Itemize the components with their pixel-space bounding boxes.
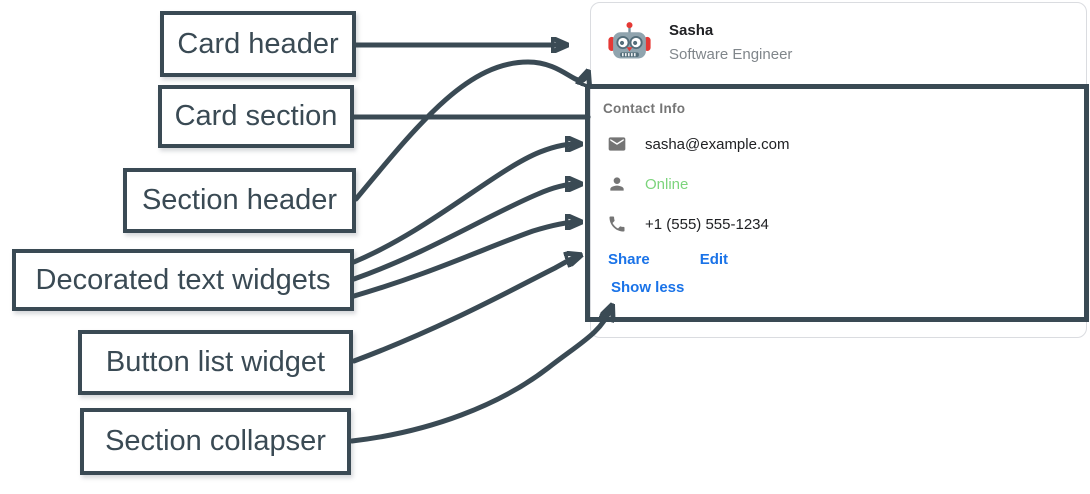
edit-button[interactable]: Edit <box>699 251 729 268</box>
card-name: Sasha <box>669 22 714 39</box>
annotation-text: Section header <box>141 184 338 216</box>
share-button[interactable]: Share <box>608 251 650 268</box>
section-header-title: Contact Info <box>603 101 686 116</box>
card-subtitle: Software Engineer <box>669 46 793 63</box>
annotation-text: Section collapser <box>105 425 326 457</box>
annotation-text: Decorated text widgets <box>35 263 331 296</box>
card-header: Sasha Software Engineer <box>591 3 1086 82</box>
annotation-label-button-list-widget: Button list widget <box>78 330 353 395</box>
button-list: Share Edit <box>608 251 728 268</box>
decorated-text-label: Online <box>645 175 689 193</box>
phone-icon <box>609 216 625 232</box>
arrow-decorated-text-1 <box>351 144 578 265</box>
show-less-button[interactable]: Show less <box>611 279 685 296</box>
arrow-section-collapser <box>349 308 611 444</box>
decorated-text-row-status: Online <box>607 173 789 195</box>
decorated-text-label: +1 (555) 555-1234 <box>645 215 769 233</box>
annotation-label-decorated-text-widgets: Decorated text widgets <box>12 249 354 311</box>
annotation-label-card-header: Card header <box>160 11 356 77</box>
person-icon <box>610 177 624 191</box>
annotation-label-section-collapser: Section collapser <box>80 408 351 475</box>
decorated-text-rows: sasha@example.com Online +1 (555) 555-12… <box>607 133 789 253</box>
contact-card: Sasha Software Engineer <box>590 2 1087 338</box>
arrow-button-list <box>351 256 578 364</box>
annotation-text: Card header <box>177 27 339 60</box>
decorated-text-label: sasha@example.com <box>645 135 790 153</box>
card-section-outline <box>585 84 1089 322</box>
arrow-section-header <box>353 59 587 202</box>
arrow-button-pointer-decorated-text-3 <box>351 222 578 299</box>
annotation-label-section-header: Section header <box>123 168 356 233</box>
arrow-decorated-text-2 <box>351 184 578 282</box>
annotation-label-card-section: Card section <box>158 85 354 148</box>
robot-avatar-icon <box>608 22 651 59</box>
email-icon <box>608 137 626 151</box>
annotation-text: Card section <box>174 100 338 132</box>
decorated-text-row-email: sasha@example.com <box>607 133 789 155</box>
decorated-text-row-phone: +1 (555) 555-1234 <box>607 213 789 235</box>
annotation-text: Button list widget <box>105 346 326 378</box>
